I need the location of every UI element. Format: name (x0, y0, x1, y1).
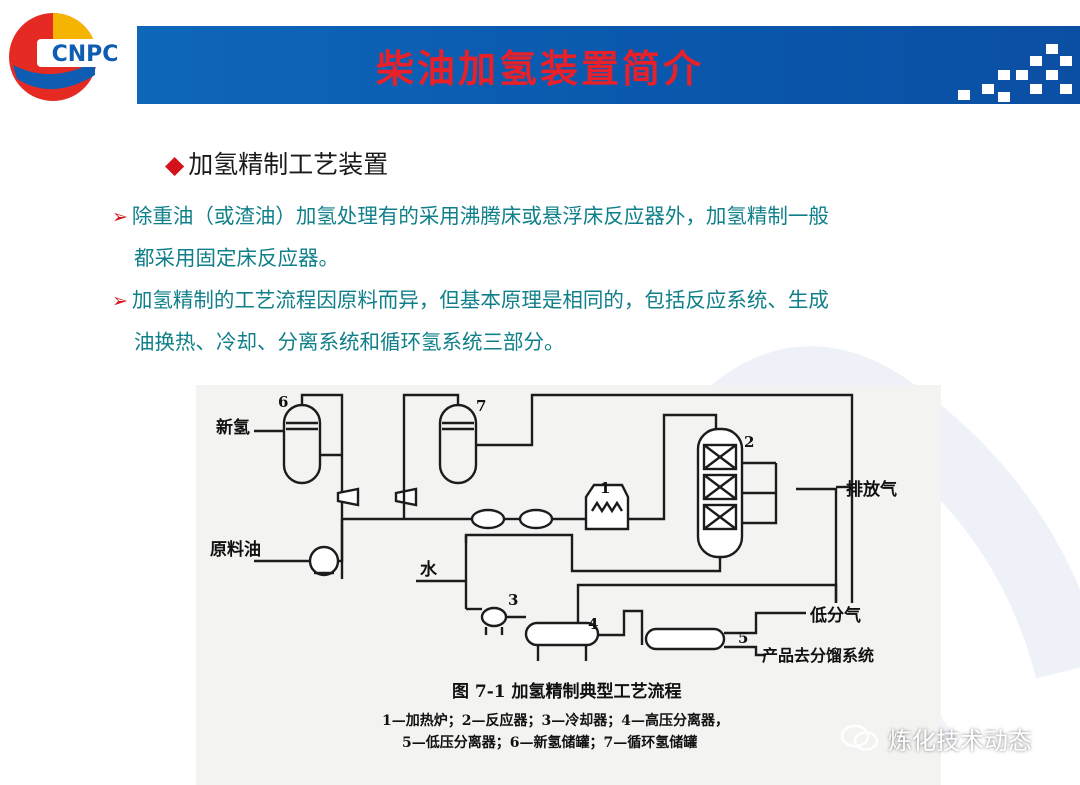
cnpc-logo: CNPC (9, 13, 133, 101)
recycle-hydrogen-tank-7 (438, 403, 478, 485)
number-5: 5 (738, 629, 748, 647)
low-pressure-separator-5 (644, 627, 726, 651)
water-label: 水 (420, 559, 438, 580)
wechat-icon (840, 724, 879, 751)
bullet-2-line-2: 油换热、冷却、分离系统和循环氢系统三部分。 (134, 330, 565, 354)
section-heading-text: 加氢精制工艺装置 (188, 150, 389, 179)
feed-oil-label: 原料油 (210, 539, 261, 560)
figure-caption: 图 7-1 加氢精制典型工艺流程 (452, 681, 682, 702)
figure-legend-line-1: 1—加热炉；2—反应器；3—冷却器；4—高压分离器， (382, 712, 729, 729)
cooler-3 (480, 606, 508, 628)
bullet-2-line-1: 加氢精制的工艺流程因原料而异，但基本原理是相同的，包括反应系统、生成 (131, 288, 829, 312)
number-3: 3 (508, 591, 518, 609)
heater-1 (584, 483, 630, 531)
fresh-hydrogen-label: 新氢 (216, 417, 250, 438)
wechat-watermark: 炼化技术动态 (840, 718, 1070, 758)
figure-legend-line-2: 5—低压分离器；6—新氢储罐；7—循环氢储罐 (402, 734, 697, 751)
header-band (137, 26, 1080, 104)
number-7: 7 (476, 397, 486, 415)
feed-pump (308, 545, 340, 577)
number-4: 4 (588, 615, 598, 633)
process-flow-figure: 新氢 原料油 水 排放气 低分气 产品去分馏系统 6 7 1 2 3 4 5 图… (196, 385, 941, 785)
diamond-bullet-icon: ◆ (165, 150, 185, 179)
logo-text: CNPC (52, 42, 119, 67)
number-2: 2 (744, 433, 754, 451)
bullet-paragraph-2: ➢加氢精制的工艺流程因原料而异，但基本原理是相同的，包括反应系统、生成 油换热、… (112, 280, 982, 363)
bullet-paragraph-1: ➢除重油（或渣油）加氢处理有的采用沸腾床或悬浮床反应器外，加氢精制一般 都采用固… (112, 196, 982, 279)
product-label: 产品去分馏系统 (762, 646, 874, 665)
number-6: 6 (278, 393, 288, 411)
number-1: 1 (600, 479, 610, 497)
vent-gas-label: 排放气 (846, 479, 897, 500)
process-flow-diagram: 新氢 原料油 水 排放气 低分气 产品去分馏系统 6 7 1 2 3 4 5 图… (210, 393, 897, 751)
bullet-1-line-1: 除重油（或渣油）加氢处理有的采用沸腾床或悬浮床反应器外，加氢精制一般 (131, 204, 829, 228)
fresh-hydrogen-tank-6 (282, 403, 322, 485)
bullet-1-line-2: 都采用固定床反应器。 (134, 246, 339, 270)
header-pixel-decoration (938, 30, 1080, 104)
low-separator-gas-label: 低分气 (809, 605, 861, 626)
section-heading: ◆加氢精制工艺装置 (165, 145, 388, 181)
arrow-bullet-icon: ➢ (112, 290, 128, 312)
arrow-bullet-icon: ➢ (112, 206, 128, 228)
watermark-text: 炼化技术动态 (888, 726, 1032, 755)
page-title: 柴油加氢装置简介 (375, 47, 704, 91)
